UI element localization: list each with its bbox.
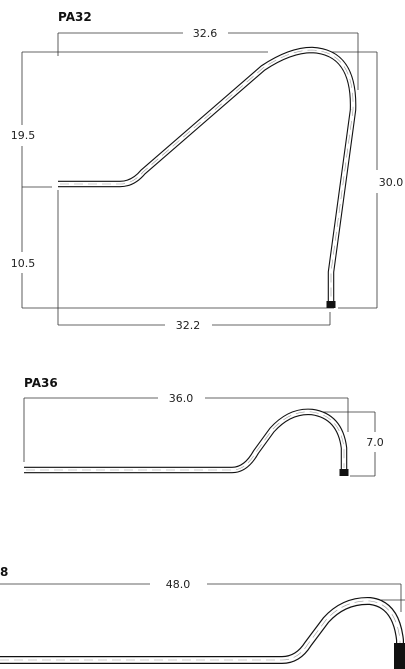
dimension-bottom-width-pa32: 32.2	[57, 190, 331, 332]
dimension-label: 10.5	[11, 257, 36, 270]
dimension-label: 7.0	[366, 436, 384, 449]
tube-profile-pa32	[58, 46, 357, 308]
dimension-label: 48.0	[166, 578, 191, 591]
dimension-label: 36.0	[169, 392, 194, 405]
dimension-top-width-third: 48.0	[0, 578, 405, 612]
drawing-title-third: 8	[0, 565, 8, 579]
tube-profile-third	[0, 596, 405, 669]
drawing-pa36: PA36 36.0 7.0	[23, 376, 384, 477]
dimension-top-width-pa36: 36.0	[23, 392, 349, 462]
dimension-left-height-pa32: 19.5 10.5	[11, 51, 334, 309]
dimension-label: 30.0	[379, 176, 404, 189]
tube-profile-pa36	[24, 408, 349, 476]
drawing-pa32: PA32 32.6 19.5 10.5 30.0	[11, 10, 404, 332]
drawing-third: 8 48.0	[0, 565, 405, 669]
dimension-top-width-pa32: 32.6	[57, 27, 359, 90]
drawing-title-pa36: PA36	[24, 376, 58, 390]
dimension-label: 32.2	[176, 319, 201, 332]
dimension-label: 32.6	[193, 27, 218, 40]
dimension-label: 19.5	[11, 129, 36, 142]
dimension-right-height-pa32: 30.0	[298, 51, 404, 309]
drawing-title-pa32: PA32	[58, 10, 92, 24]
dimension-right-height-pa36: 7.0	[312, 411, 384, 477]
